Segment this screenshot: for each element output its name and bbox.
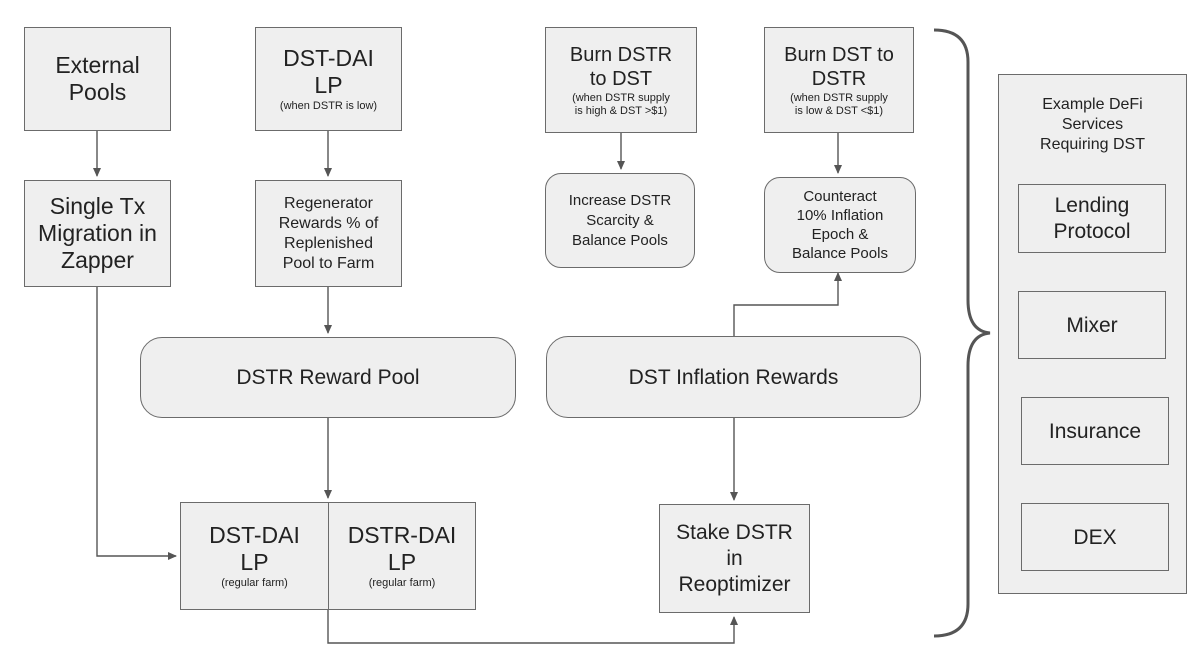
service-dex: DEX (1021, 503, 1169, 571)
node-title: DST-DAI LP (283, 45, 374, 98)
service-mixer: Mixer (1018, 291, 1166, 359)
node-title: Burn DSTR to DST (569, 43, 673, 90)
node-dst-dai-lp-farm: DST-DAI LP (regular farm) (181, 503, 329, 609)
node-external-pools: External Pools (24, 27, 171, 131)
arrow-lp-to-stake (327, 610, 738, 644)
node-note: (when DSTR supply is low & DST <$1) (790, 91, 888, 117)
service-lending-protocol: Lending Protocol (1018, 184, 1166, 253)
node-title: DSTR-DAI LP (347, 522, 457, 575)
node-note: (when DSTR supply is high & DST >$1) (572, 91, 670, 117)
curly-brace (933, 28, 991, 638)
service-label: Mixer (1066, 313, 1118, 337)
node-note: (regular farm) (221, 577, 288, 589)
node-dst-dai-lp-top: DST-DAI LP (when DSTR is low) (255, 27, 402, 131)
node-title: Stake DSTR in Reoptimizer (676, 520, 793, 596)
node-burn-dst: Burn DST to DSTR (when DSTR supply is lo… (764, 27, 914, 133)
service-insurance: Insurance (1021, 397, 1169, 465)
arrow-migration-to-lp (96, 287, 177, 560)
node-title: External Pools (55, 52, 140, 105)
node-lp-farms: DST-DAI LP (regular farm) DSTR-DAI LP (r… (180, 502, 476, 610)
arrow-inflation-to-counteract (733, 272, 842, 336)
node-dst-inflation-rewards: DST Inflation Rewards (546, 336, 921, 418)
node-title: Counteract 10% Inflation Epoch & Balance… (792, 188, 888, 262)
node-dstr-dai-lp-farm: DSTR-DAI LP (regular farm) (329, 503, 475, 609)
node-title: Single Tx Migration in Zapper (38, 193, 157, 273)
node-title: Burn DST to DSTR (784, 43, 894, 90)
node-title: DSTR Reward Pool (236, 366, 420, 389)
node-title: Regenerator Rewards % of Replenished Poo… (278, 194, 379, 272)
node-title: Increase DSTR Scarcity & Balance Pools (568, 191, 672, 249)
service-label: DEX (1073, 525, 1117, 549)
node-burn-dstr: Burn DSTR to DST (when DSTR supply is hi… (545, 27, 697, 133)
service-label: Insurance (1048, 419, 1142, 443)
node-single-tx-migration: Single Tx Migration in Zapper (24, 180, 171, 287)
services-heading: Example DeFi Services Requiring DST (1040, 96, 1145, 153)
node-note: (when DSTR is low) (279, 100, 378, 112)
node-dstr-reward-pool: DSTR Reward Pool (140, 337, 516, 418)
service-label: Lending Protocol (1053, 193, 1131, 243)
node-stake-dstr: Stake DSTR in Reoptimizer (659, 504, 810, 613)
node-regenerator: Regenerator Rewards % of Replenished Poo… (255, 180, 402, 287)
node-note: (regular farm) (368, 577, 436, 589)
node-title: DST-DAI LP (209, 522, 300, 575)
node-increase-scarcity: Increase DSTR Scarcity & Balance Pools (545, 173, 695, 268)
node-counteract-inflation: Counteract 10% Inflation Epoch & Balance… (764, 177, 916, 273)
node-title: DST Inflation Rewards (628, 365, 839, 389)
